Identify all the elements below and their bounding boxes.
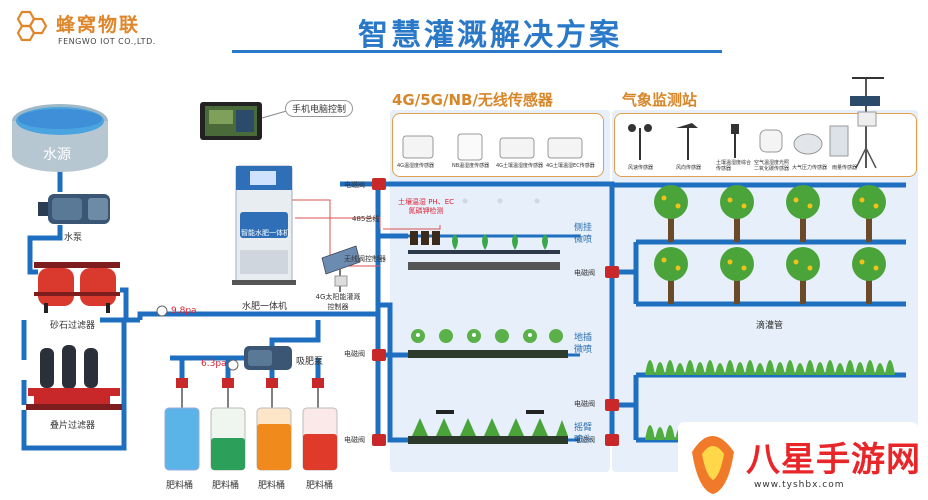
disc-filter-label: 叠片过滤器 [50,421,96,431]
disc-filter-icon [26,345,122,410]
sensor-icons [402,133,583,161]
machine-label: 水肥一体机 [242,302,288,312]
fert-valves [176,378,324,388]
soil-sensor-label: 土壤温湿 PH、EC 氮磷钾检测 [397,198,455,215]
zone-hang-label: 侧挂微喷 [573,223,592,245]
weather-label-6: 雨量传感器 [832,165,858,171]
fert-pressure: 6.3pa [201,359,227,369]
sensor-label-4: 4G土壤温湿EC传感器 [546,163,595,169]
solar-controller-label: 4G太阳能灌溉控制器 [315,293,361,311]
fertilizer-buckets [164,407,338,471]
weather-label-5: 大气压力传感器 [792,165,828,171]
tablet-icon [200,102,262,140]
weather-label-2: 风向传感器 [676,165,702,171]
zone-arm-label: 摇臂喷头 [573,423,592,445]
weather-label-1: 风速传感器 [628,165,654,171]
pressure-gauge-icon [156,305,239,371]
brand-logo [10,10,50,50]
phone-pc-label: 手机电脑控制 [285,100,354,117]
bucket-label-1: 肥料桶 [166,481,194,491]
ground-spray-plants [408,329,568,358]
valve-label-1: 电磁阀 [344,181,365,189]
fertigation-machine [232,165,296,285]
page-title: 智慧灌溉解决方案 [358,18,622,53]
bus-lines [292,199,441,267]
sensor-label-3: 4G土壤温湿度传感器 [496,163,544,169]
weather-title: 气象监测站 [622,91,698,109]
zone-drip-label: 滴灌管 [756,321,784,331]
weather-station-icon [850,77,884,169]
watermark-text: 八星手游网 [746,440,921,480]
bus-label: 485总线 [352,215,380,223]
valve-controller-label: 无线阀控制器 [344,255,386,263]
sensor-label-2: NB温湿度传感器 [452,163,490,169]
valve-icons [372,178,619,446]
title-underline [232,50,722,53]
hanging-shelf [408,198,560,270]
rocker-sprinkler-plants [408,410,568,444]
watermark-url: www.tyshbx.com [754,480,845,490]
fert-pump-label: 吸肥泵 [296,357,324,367]
pump-icon [38,194,110,224]
water-source-label: 水源 [43,147,71,163]
sand-filter-icon [34,262,120,313]
sensors-title: 4G/5G/NB/无线传感器 [392,91,553,109]
brand-name: 蜂窝物联 [56,14,141,36]
machine-screen-label: 智能水肥一体机 [241,229,290,237]
brand-name-en: FENGWO IOT CO.,LTD. [58,37,156,46]
bucket-label-4: 肥料桶 [306,481,334,491]
water-tank [12,104,108,172]
main-pressure: 9.8pa [171,306,197,316]
watermark-icon [692,436,734,494]
sensor-label-1: 4G温湿度传感器 [397,163,435,169]
valve-label-3: 电磁阀 [344,436,365,444]
weather-label-4: 空气温湿度光照二氧化碳传感器 [754,160,790,172]
bucket-label-2: 肥料桶 [212,481,240,491]
valve-label-2: 电磁阀 [344,350,365,358]
weather-device-icons [628,123,849,160]
sand-filter-label: 砂石过滤器 [50,321,96,331]
valve-label-6: 电磁阀 [574,436,595,444]
fert-pump-icon [244,346,292,370]
honeycomb-icon [16,10,48,42]
pump-label: 水泵 [64,233,83,243]
zone-ground-label: 地插微喷 [573,333,592,355]
soil-sensor-icons [410,231,440,245]
bucket-label-3: 肥料桶 [258,481,286,491]
weather-label-3: 土壤温湿度综合传感器 [716,160,752,172]
valve-label-4: 电磁阀 [574,269,595,277]
solar-controller [321,245,361,292]
pipe-network [21,165,906,451]
valve-label-5: 电磁阀 [574,400,595,408]
fruit-trees [654,185,886,304]
